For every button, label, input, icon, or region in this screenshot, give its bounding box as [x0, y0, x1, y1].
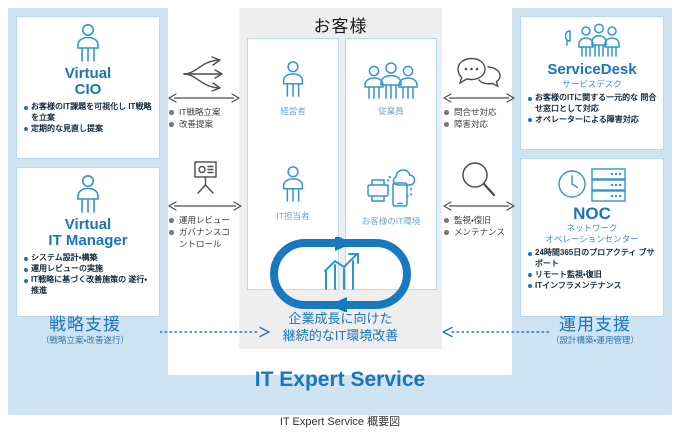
card-bullet-list: 24時間365日のプロアクティ ブサポート リモート監視・復旧 ITインフラメン… [528, 248, 657, 291]
service-title: IT Expert Service [254, 368, 426, 391]
list-item: 24時間365日のプロアクティ ブサポート [528, 248, 657, 269]
connector-monitoring-maintenance: 監視・復旧 メンテナンス [443, 160, 515, 238]
support-title: 運用支援 [559, 315, 631, 334]
connector-strategy-proposal: IT戦略立案 改善提案 [168, 56, 240, 130]
connector-item-list: IT戦略立案 改善提案 [168, 106, 240, 130]
card-service-desk[interactable]: ServiceDesk サービスデスク お客様のITに関する一元的な 問合せ窓口… [520, 16, 664, 150]
operation-support-label: 運用支援 （設計構築・運用管理） [520, 314, 670, 346]
list-item: ントロール [179, 239, 222, 249]
center-cycle-caption: 企業成長に向けた 継続的なIT環境改善 [239, 310, 442, 344]
list-item: ガバナンスコ [168, 226, 242, 238]
customer-role-it-staff: IT担当者 [248, 164, 338, 222]
card-title-line2: CIO [74, 81, 102, 98]
person-icon [248, 59, 338, 104]
support-subtitle: （設計構築・運用管理） [551, 335, 639, 345]
connector-item-list: 問合せ対応 障害対応 [443, 106, 515, 130]
card-subtitle-line2: オペレーションセンター [545, 234, 639, 244]
card-subtitle: サービスデスク [562, 79, 622, 89]
customer-role-label: IT担当者 [276, 211, 310, 221]
group-people-icon [346, 61, 436, 104]
person-icon [17, 17, 159, 63]
list-item: システム設計・構築 [24, 253, 153, 264]
dotted-arrow-right-icon [160, 326, 270, 338]
list-item: 改善提案 [168, 118, 240, 130]
card-title-line1: Virtual [64, 65, 112, 82]
list-item: リモート監視・復旧 [528, 270, 657, 281]
connector-item-list: 監視・復旧 メンテナンス [443, 214, 515, 238]
list-item: お客様のIT課題を可視化し IT戦略を立案 [24, 102, 153, 123]
customer-internal-people-box: 経営者 IT担当者 [247, 38, 339, 290]
double-arrow-icon [168, 93, 240, 103]
person-icon [17, 168, 159, 214]
list-item: お客様のITに関する一元的な 問合せ窓口として対応 [528, 93, 657, 114]
list-item: IT戦略に基づく改善施策の 遂行・推進 [24, 275, 153, 296]
person-icon [248, 164, 338, 209]
card-virtual-cio[interactable]: Virtual CIO お客様のIT課題を可視化し IT戦略を立案 定期的な見直… [16, 16, 160, 159]
connector-operation-review: 運用レビュー ガバナンスコ ントロール [168, 160, 242, 250]
strategy-support-label: 戦略支援 （戦略立案・改善遂行） [10, 314, 160, 346]
headset-support-icon [521, 17, 663, 59]
connector-item-list: 運用レビュー ガバナンスコ ントロール [168, 214, 242, 250]
dotted-arrow-left-icon [442, 326, 552, 338]
double-arrow-icon [168, 201, 242, 211]
list-item: 障害対応 [443, 118, 515, 130]
card-noc[interactable]: NOC ネットワーク オペレーションセンター 24時間365日のプロアクティ ブ… [520, 158, 664, 317]
card-virtual-it-manager[interactable]: Virtual IT Manager システム設計・構築 運用レビューの実施 I… [16, 167, 160, 317]
list-item: オペレーターによる障害対応 [528, 115, 657, 126]
list-item: IT戦略立案 [168, 106, 240, 118]
customer-role-label: 経営者 [280, 106, 306, 116]
card-title-line2: IT Manager [48, 232, 128, 249]
card-subtitle-line1: ネットワーク [566, 223, 618, 233]
card-title-line1: ServiceDesk [547, 61, 637, 78]
customer-role-label: お客様のIT環境 [361, 216, 421, 226]
customer-it-environment: お客様のIT環境 [346, 167, 436, 227]
card-bullet-list: システム設計・構築 運用レビューの実施 IT戦略に基づく改善施策の 遂行・推進 [24, 253, 153, 296]
card-bullet-list: お客様のIT課題を可視化し IT戦略を立案 定期的な見直し提案 [24, 102, 153, 134]
support-subtitle: （戦略立案・改善遂行） [41, 335, 129, 345]
card-title-line1: NOC [573, 204, 611, 223]
growth-chart-loop-icon [257, 235, 424, 313]
presentation-board-icon [168, 160, 242, 200]
list-item: 監視・復旧 [443, 214, 515, 226]
connector-inquiry-response: 問合せ対応 障害対応 [443, 56, 515, 130]
double-arrow-icon [443, 201, 515, 211]
customer-role-label: 従業員 [378, 106, 404, 116]
cloud-devices-icon [346, 167, 436, 214]
list-item: メンテナンス [443, 226, 515, 238]
figure-caption: IT Expert Service 概要図 [279, 416, 401, 428]
support-title: 戦略支援 [49, 315, 121, 334]
list-item: 定期的な見直し提案 [24, 124, 153, 135]
customer-role-executive: 経営者 [248, 59, 338, 117]
customer-role-employees: 従業員 [346, 61, 436, 117]
magnifier-icon [443, 160, 515, 200]
card-title-line1: Virtual [64, 216, 112, 233]
branching-arrows-icon [168, 56, 240, 92]
clock-server-icon [521, 159, 663, 203]
center-caption-line2: 継続的なIT環境改善 [282, 328, 399, 343]
list-item: 運用レビュー [168, 214, 242, 226]
customer-title: お客様 [313, 17, 368, 36]
list-item: ITインフラメンテナンス [528, 281, 657, 292]
list-item: 問合せ対応 [443, 106, 515, 118]
list-item: 運用レビューの実施 [24, 264, 153, 275]
double-arrow-icon [443, 93, 515, 103]
center-caption-line1: 企業成長に向けた [288, 311, 393, 326]
card-bullet-list: お客様のITに関する一元的な 問合せ窓口として対応 オペレーターによる障害対応 [528, 93, 657, 125]
speech-bubbles-icon [443, 56, 515, 92]
